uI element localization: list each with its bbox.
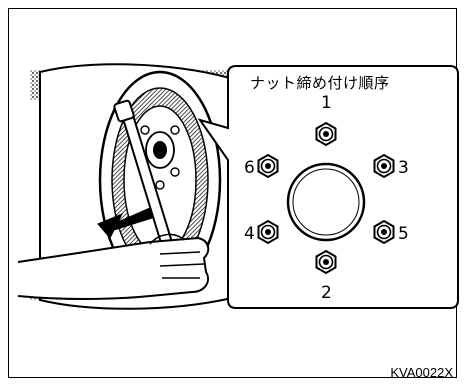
hub-circle (286, 162, 366, 242)
nut-label-5: 5 (398, 224, 409, 244)
nut-3-icon (373, 153, 395, 179)
nut-label-4: 4 (244, 224, 255, 244)
figure-code: KVA0022X (390, 365, 453, 380)
nut-label-6: 6 (244, 158, 255, 178)
nut-label-1: 1 (321, 93, 332, 113)
nut-label-2: 2 (321, 283, 332, 303)
callout-title: ナット締め付け順序 (250, 74, 390, 92)
nut-1-icon (315, 121, 337, 147)
hand (17, 233, 210, 300)
nut-label-3: 3 (398, 158, 409, 178)
lug-nuts (257, 121, 395, 275)
nut-5-icon (373, 219, 395, 245)
nut-2-icon (315, 249, 337, 275)
nut-6-icon (257, 153, 279, 179)
nut-4-icon (257, 219, 279, 245)
rotation-arrow (97, 207, 153, 239)
